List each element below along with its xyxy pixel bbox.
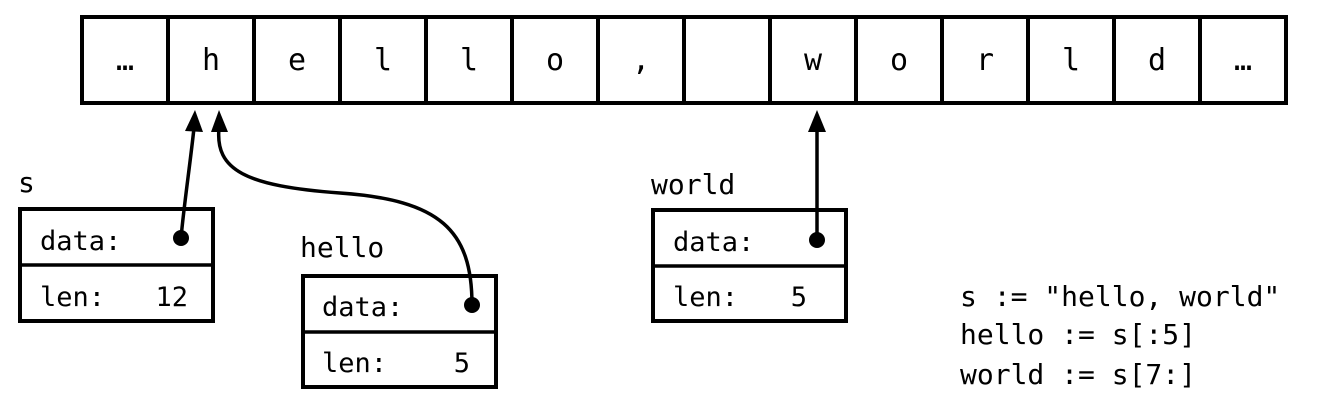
len-value-s: 12 (155, 282, 188, 313)
pointer-line-s (179, 127, 196, 239)
code-snippet: s := "hello, world" hello := s[:5] world… (960, 280, 1280, 391)
memory-cell-11: l (1062, 43, 1080, 78)
pointer-arrowhead-s (185, 110, 203, 132)
slice-name-hello: hello (300, 231, 384, 264)
memory-cell-8: w (804, 43, 823, 78)
memory-cell-13: … (1234, 43, 1252, 78)
data-field-label-s: data: (40, 226, 121, 257)
pointer-arrowhead-hello (211, 110, 228, 132)
len-field-label-world: len: (673, 282, 738, 313)
slice-header-hello: hello data: len: 5 (300, 231, 498, 389)
memory-cell-10: r (976, 43, 994, 78)
memory-cell-3: l (374, 43, 392, 78)
data-field-label-hello: data: (322, 292, 403, 323)
code-line-1: s := "hello, world" (960, 280, 1280, 313)
memory-cell-12: d (1148, 43, 1166, 78)
pointer-origin-dot-s (173, 230, 189, 246)
slice-headers: s data: len: 12 hello data: len: 5 world… (18, 166, 848, 389)
data-field-label-world: data: (673, 227, 754, 258)
memory-cell-0: … (116, 43, 134, 78)
slice-header-world: world data: len: 5 (651, 168, 848, 323)
pointer-line-hello (216, 127, 474, 306)
pointer-origin-dot-hello (464, 297, 480, 313)
data-pointers (173, 110, 826, 313)
memory-array: … h e l l o, w o r l d … (80, 15, 1288, 105)
slice-name-s: s (18, 166, 35, 199)
memory-cell-1: h (202, 43, 220, 78)
memory-cell-4: l (460, 43, 478, 78)
len-field-label-hello: len: (322, 348, 387, 379)
memory-cell-5: o (546, 43, 564, 78)
memory-cell-9: o (890, 43, 908, 78)
pointer-arrowhead-world (808, 110, 826, 132)
code-line-3: world := s[7:] (960, 358, 1196, 391)
len-value-hello: 5 (454, 348, 470, 379)
memory-cell-2: e (288, 43, 306, 78)
code-line-2: hello := s[:5] (960, 318, 1196, 351)
len-value-world: 5 (791, 282, 807, 313)
len-field-label-s: len: (40, 282, 105, 313)
memory-cell-6: , (632, 43, 650, 78)
slice-name-world: world (651, 168, 735, 201)
pointer-origin-dot-world (809, 232, 825, 248)
